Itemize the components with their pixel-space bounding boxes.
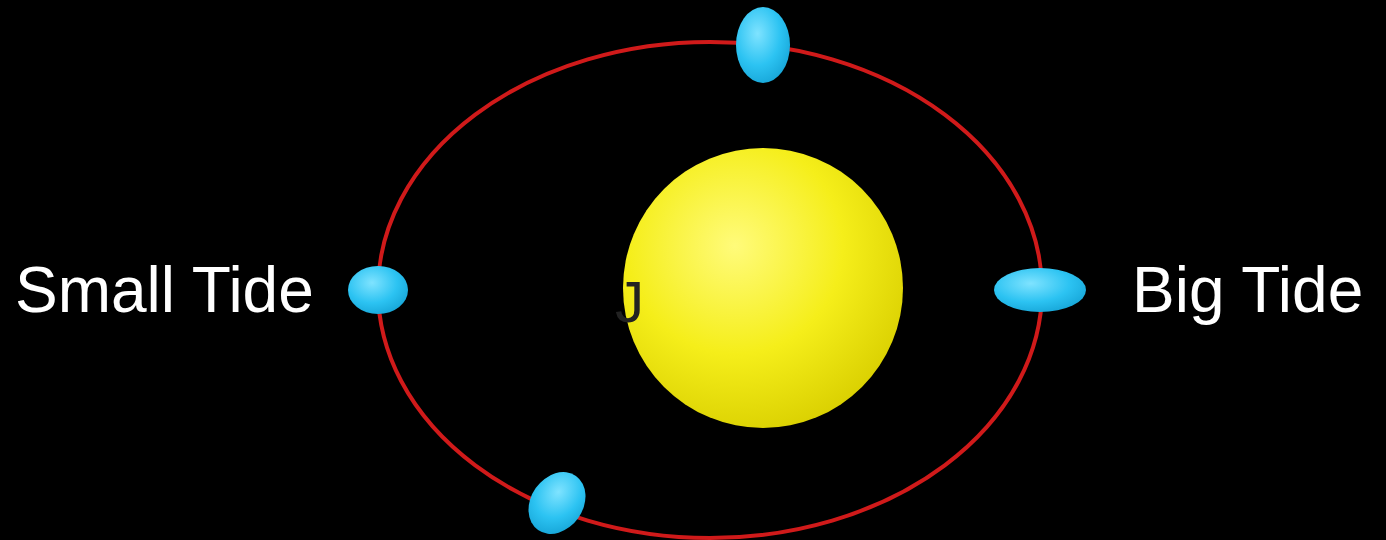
tide-label: Small Tide [15,258,314,322]
moon-big-tide [994,268,1086,312]
planet-circle: J [623,148,903,428]
tide-label: Big Tide [1132,258,1363,322]
moon-bottom [517,461,597,540]
moon-top [736,7,790,83]
planet-letter: J [615,273,644,331]
orbit-path [378,42,1042,538]
moon-small-tide [348,266,408,314]
planet-shape [623,148,903,428]
